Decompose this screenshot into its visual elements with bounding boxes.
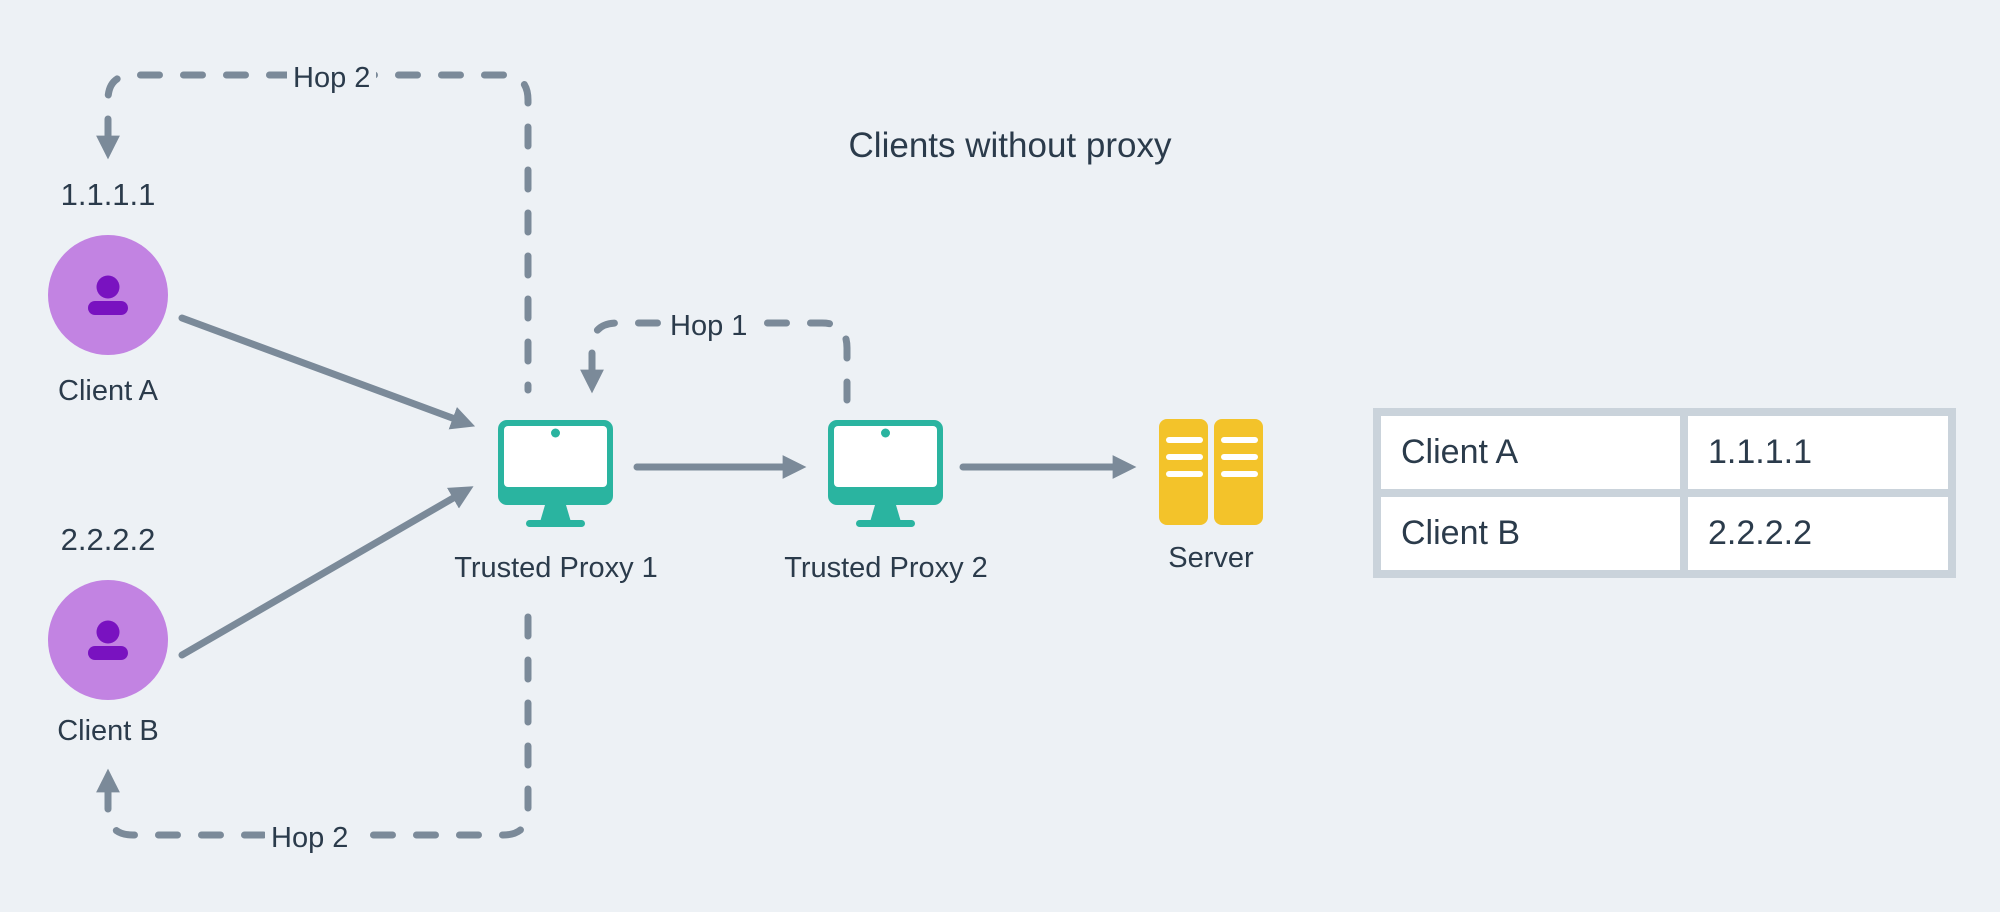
monitor-icon [828, 420, 943, 527]
server-node [1159, 419, 1263, 530]
hop2-top-path [96, 71, 532, 394]
arrow-client-a-to-proxy1 [178, 314, 476, 430]
server-icon [1159, 419, 1263, 525]
proxy2-label: Trusted Proxy 2 [784, 552, 988, 584]
table-cell-client-b-name: Client B [1381, 497, 1680, 570]
user-icon [88, 275, 128, 315]
client-b-label: Client B [57, 715, 159, 747]
hop1-path [580, 319, 851, 404]
arrow-client-b-to-proxy1 [178, 486, 474, 659]
client-a-avatar [48, 235, 168, 355]
client-b-avatar [48, 580, 168, 700]
hop2-top-label: Hop 2 [287, 60, 377, 98]
client-a-label: Client A [58, 375, 158, 407]
proxy1-label: Trusted Proxy 1 [454, 552, 658, 584]
monitor-icon [498, 420, 613, 527]
client-b-ip: 2.2.2.2 [60, 522, 156, 557]
page-title: Clients without proxy [848, 126, 1172, 165]
table-cell-client-b-ip: 2.2.2.2 [1688, 497, 1948, 570]
client-ip-table: Client A 1.1.1.1 Client B 2.2.2.2 [1373, 408, 1956, 578]
proxy2-node [828, 420, 944, 533]
hop2-bottom-label: Hop 2 [265, 820, 355, 858]
table-cell-client-a-name: Client A [1381, 416, 1680, 489]
proxy1-node [498, 420, 614, 533]
user-icon [88, 620, 128, 660]
table-cell-client-a-ip: 1.1.1.1 [1688, 416, 1948, 489]
hop1-label: Hop 1 [664, 308, 754, 346]
server-label: Server [1168, 542, 1254, 574]
client-a-ip: 1.1.1.1 [60, 177, 156, 212]
